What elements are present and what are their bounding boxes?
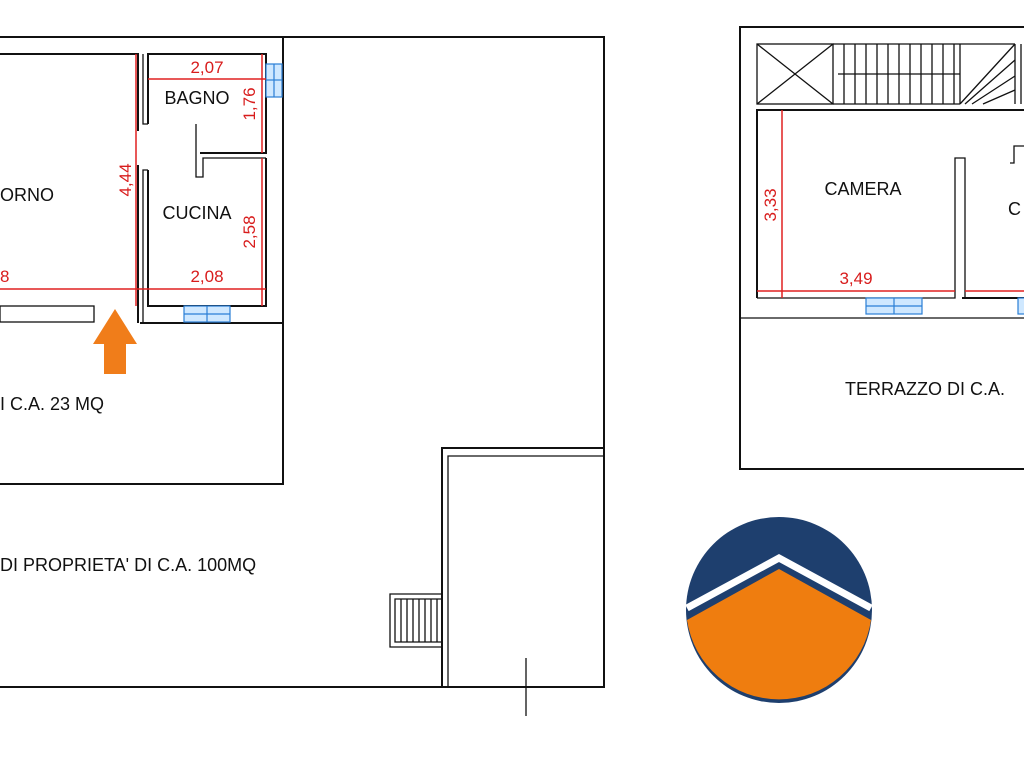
yard-boundary	[0, 36, 605, 688]
camera-window	[865, 297, 923, 315]
forno-wall	[0, 53, 139, 131]
forno-bottom-wall	[0, 305, 95, 323]
cucina-width-label: 2,08	[190, 267, 223, 286]
terrace-boundary	[0, 37, 284, 485]
arrow-up-icon	[93, 309, 137, 374]
upper-outer-wall	[739, 26, 1024, 470]
cucina-label: CUCINA	[162, 203, 231, 223]
forno-wall-inner	[142, 54, 148, 125]
bagno-label: BAGNO	[164, 88, 229, 108]
bagno-partition	[195, 124, 266, 178]
bagno-window	[265, 63, 283, 98]
forno-right-wall-inner	[142, 169, 148, 323]
camera-label: CAMERA	[824, 179, 901, 199]
camera2-corner	[1010, 145, 1024, 164]
camera2-label: C	[1008, 199, 1021, 219]
bagno-width-label: 2,07	[190, 58, 223, 77]
cucina-depth-label: 2,58	[240, 215, 259, 248]
bagno-depth-label: 1,76	[240, 87, 259, 120]
forno-depth-label: 4,44	[116, 163, 135, 196]
staircase	[756, 43, 1022, 105]
upper-floor-plan: 3,33 3,49 CAMERA C TERRAZZO DI C.A.	[739, 26, 1024, 470]
cucina-window	[183, 305, 231, 323]
annex-inner-wall	[447, 455, 604, 687]
annex-outer-wall	[441, 447, 604, 687]
forno-width-label: 8	[0, 267, 9, 286]
camera-outer-wall	[756, 109, 1024, 298]
camera-width-label: 3,49	[839, 269, 872, 288]
forno-label: ORNO	[0, 185, 54, 205]
house-roof-logo	[685, 517, 873, 703]
camera2-window	[1017, 297, 1024, 315]
ground-floor-plan: 2,07 1,76 4,44 2,58 2,08 8 ORNO BAGNO CU…	[0, 36, 605, 716]
bagno-walls	[147, 53, 267, 154]
terrace-right-label: TERRAZZO DI C.A.	[845, 379, 1005, 399]
yard-label: DI PROPRIETA' DI C.A. 100MQ	[0, 555, 256, 575]
annex-stair	[389, 593, 442, 648]
camera-depth-label: 3,33	[761, 188, 780, 221]
terrace-left-label: I C.A. 23 MQ	[0, 394, 104, 414]
